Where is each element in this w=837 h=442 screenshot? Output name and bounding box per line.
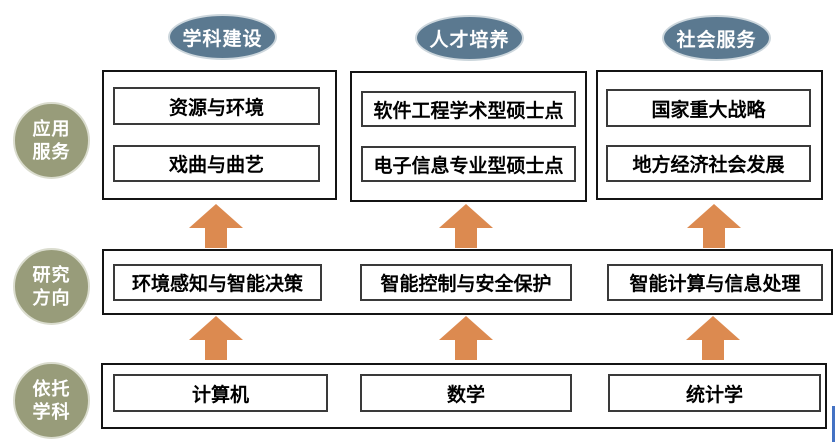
box-national-strategy: 国家重大战略 bbox=[606, 89, 811, 127]
box-intelligent-control: 智能控制与安全保护 bbox=[360, 264, 572, 301]
box-software-engineering-masters: 软件工程学术型硕士点 bbox=[361, 91, 576, 127]
box-label: 戏曲与曲艺 bbox=[168, 155, 264, 176]
research-row-box: 环境感知与智能决策 智能控制与安全保护 智能计算与信息处理 bbox=[102, 249, 833, 315]
box-label: 地方经济社会发展 bbox=[632, 155, 785, 176]
box-label: 计算机 bbox=[191, 384, 249, 406]
discipline-row-box: 计算机 数学 统计学 bbox=[101, 363, 827, 429]
arrow-head bbox=[439, 316, 493, 340]
arrow-stem bbox=[455, 228, 477, 248]
circle-label-line: 研究 bbox=[32, 265, 71, 285]
arrow-head bbox=[686, 316, 740, 340]
box-label: 资源与环境 bbox=[168, 97, 264, 119]
up-arrow-icon bbox=[439, 204, 493, 248]
box-intelligent-computing: 智能计算与信息处理 bbox=[607, 264, 823, 301]
group-box-social-service: 国家重大战略 地方经济社会发展 bbox=[596, 70, 823, 200]
box-label: 统计学 bbox=[685, 384, 743, 406]
box-environment-perception: 环境感知与智能决策 bbox=[113, 264, 322, 301]
up-arrow-icon bbox=[189, 316, 243, 360]
circle-research-direction: 研究 方向 bbox=[13, 248, 90, 325]
box-local-economy: 地方经济社会发展 bbox=[606, 145, 811, 182]
arrow-head bbox=[439, 204, 493, 228]
arrow-stem bbox=[703, 228, 725, 248]
oval-talent-cultivation: 人才培养 bbox=[415, 15, 524, 61]
circle-label-line: 方向 bbox=[32, 287, 71, 308]
box-label: 环境感知与智能决策 bbox=[131, 274, 303, 295]
box-label: 智能计算与信息处理 bbox=[629, 274, 801, 295]
box-electronic-information-masters: 电子信息专业型硕士点 bbox=[361, 146, 576, 182]
arrow-head bbox=[189, 316, 243, 340]
arrow-stem bbox=[702, 340, 724, 360]
box-label: 智能控制与安全保护 bbox=[380, 274, 552, 295]
box-computer: 计算机 bbox=[113, 374, 328, 412]
box-resources-environment: 资源与环境 bbox=[113, 87, 320, 125]
arrow-stem bbox=[455, 340, 477, 360]
oval-label: 学科建设 bbox=[182, 28, 263, 50]
box-statistics: 统计学 bbox=[608, 374, 821, 412]
text-cursor bbox=[832, 406, 835, 442]
oval-social-service: 社会服务 bbox=[662, 15, 771, 61]
circle-label-line: 学科 bbox=[32, 401, 71, 422]
oval-label: 社会服务 bbox=[676, 29, 757, 51]
box-label: 国家重大战略 bbox=[651, 99, 766, 121]
box-mathematics: 数学 bbox=[360, 374, 572, 412]
arrow-stem bbox=[205, 340, 227, 360]
up-arrow-icon bbox=[189, 204, 243, 248]
group-box-talent-cultivation: 软件工程学术型硕士点 电子信息专业型硕士点 bbox=[350, 71, 587, 202]
circle-label-line: 服务 bbox=[32, 141, 71, 162]
up-arrow-icon bbox=[687, 204, 741, 248]
circle-supporting-discipline: 依托 学科 bbox=[13, 362, 90, 439]
arrow-stem bbox=[205, 228, 227, 248]
up-arrow-icon bbox=[686, 316, 740, 360]
box-label: 软件工程学术型硕士点 bbox=[373, 100, 564, 122]
group-box-discipline-construction: 资源与环境 戏曲与曲艺 bbox=[102, 70, 337, 200]
up-arrow-icon bbox=[439, 316, 493, 360]
box-label: 电子信息专业型硕士点 bbox=[373, 155, 564, 177]
oval-label: 人才培养 bbox=[429, 29, 510, 51]
arrow-head bbox=[687, 204, 741, 228]
box-label: 数学 bbox=[446, 384, 485, 406]
box-opera-quyi: 戏曲与曲艺 bbox=[113, 145, 320, 182]
oval-discipline-construction: 学科建设 bbox=[168, 14, 277, 60]
arrow-head bbox=[189, 204, 243, 228]
circle-application-service: 应用 服务 bbox=[13, 102, 90, 179]
circle-label-line: 应用 bbox=[32, 119, 71, 139]
circle-label-line: 依托 bbox=[32, 379, 71, 399]
